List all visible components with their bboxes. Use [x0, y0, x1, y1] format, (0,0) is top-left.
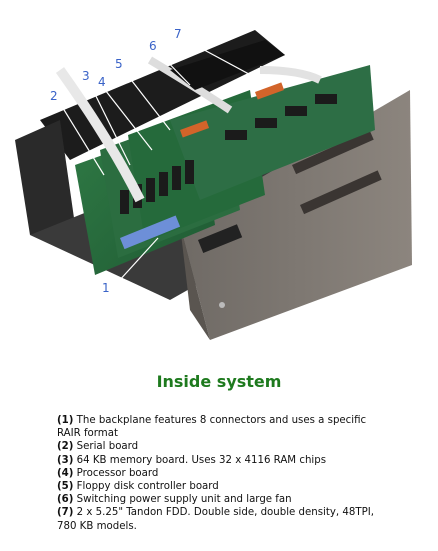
- callout-1: 1: [102, 281, 110, 295]
- legend-item-1: (1) The backplane features 8 connectors …: [57, 415, 367, 440]
- legend-item-6: (6) Switching power supply unit and larg…: [57, 494, 292, 506]
- callout-5: 5: [115, 57, 123, 71]
- legend-item-5: (5) Floppy disk controller board: [57, 481, 219, 493]
- callout-4: 4: [98, 75, 106, 89]
- computer-interior-photo: 1 2 3 4 5 6 7: [15, 27, 412, 340]
- callout-2: 2: [50, 89, 58, 103]
- callout-7: 7: [174, 27, 182, 41]
- callout-6: 6: [149, 39, 157, 53]
- legend-item-2: (2) Serial board: [57, 441, 139, 453]
- page-title: Inside system: [156, 372, 282, 391]
- legend-item-3: (3) 64 KB memory board. Uses 32 x 4116 R…: [57, 454, 327, 466]
- legend-item-7: (7) 2 x 5.25" Tandon FDD. Double side, d…: [57, 507, 374, 532]
- callout-3: 3: [82, 69, 90, 83]
- parts-legend: (1) The backplane features 8 connectors …: [57, 414, 387, 533]
- legend-item-4: (4) Processor board: [57, 467, 159, 479]
